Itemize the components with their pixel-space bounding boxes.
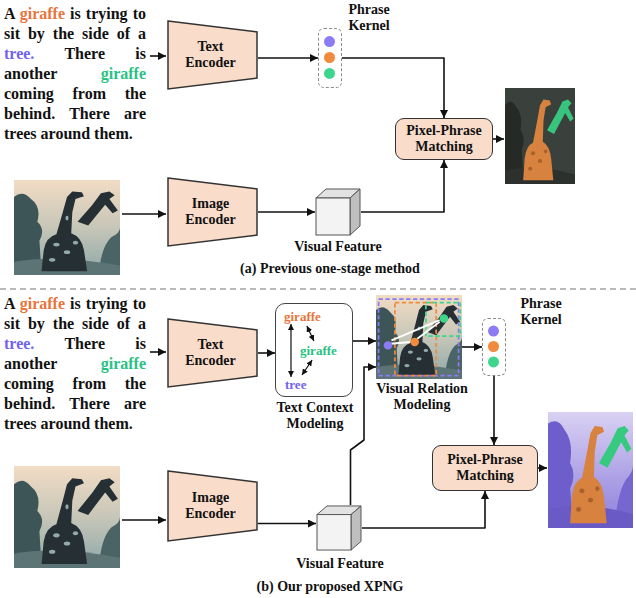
feature-cube bbox=[315, 188, 361, 236]
cube-shape bbox=[315, 188, 361, 236]
encoder-block: Image Encoder bbox=[167, 177, 258, 247]
phrase-word: giraffe bbox=[284, 309, 321, 324]
description-text: giraffe bbox=[101, 65, 146, 82]
description-text: tree. bbox=[4, 335, 34, 352]
connector bbox=[351, 367, 377, 505]
node-label: Visual Relation Modeling bbox=[372, 381, 472, 413]
encoder-block: Text Encoder bbox=[167, 318, 258, 388]
description-text: tree. bbox=[4, 45, 34, 62]
phrase-kernel: Phrase Kernel bbox=[316, 2, 396, 90]
node-label: Phrase Kernel bbox=[344, 2, 394, 34]
node-label: Pixel-Phrase Matching bbox=[402, 123, 486, 155]
phrase-kernel: Phrase Kernel bbox=[480, 296, 572, 378]
kernel-box bbox=[318, 28, 342, 88]
kernel-dots bbox=[483, 319, 504, 374]
connector bbox=[290, 324, 291, 377]
matching-block: Pixel-Phrase Matching bbox=[432, 445, 538, 491]
visual-feature: Visual Feature bbox=[290, 188, 386, 258]
connector bbox=[302, 360, 312, 375]
matching-block: Pixel-Phrase Matching bbox=[395, 118, 493, 160]
description-text: giraffe bbox=[101, 355, 146, 372]
connector bbox=[258, 57, 318, 59]
subfigure-caption: (b) Our proposed XPNG bbox=[130, 578, 530, 595]
node-label: giraffe bbox=[300, 343, 337, 358]
description-text: coming from the behind. There are trees … bbox=[4, 85, 146, 142]
description-text: A bbox=[4, 5, 15, 22]
node-label: Visual Feature bbox=[290, 239, 386, 255]
node-label: Visual Feature bbox=[292, 556, 388, 572]
node-label: Image Encoder bbox=[180, 196, 245, 228]
feature-cube bbox=[316, 505, 362, 551]
input-photo bbox=[14, 466, 120, 568]
connector bbox=[258, 211, 315, 213]
description-text: giraffe bbox=[20, 5, 65, 22]
connector bbox=[258, 523, 316, 525]
caption-text: (a) Previous one-stage method bbox=[240, 261, 420, 276]
cube-shape bbox=[316, 505, 362, 551]
node-label: Image Encoder bbox=[180, 490, 245, 522]
panel-separator bbox=[0, 288, 636, 289]
visual-feature: Visual Feature bbox=[292, 505, 388, 575]
description-paragraph: A giraffe is trying to sit by the side o… bbox=[4, 294, 146, 434]
flow-arrows bbox=[122, 56, 547, 520]
connector bbox=[361, 160, 444, 212]
node-label: Text Encoder bbox=[180, 337, 245, 369]
connector bbox=[342, 58, 444, 118]
encoder-block: Text Encoder bbox=[167, 20, 258, 90]
encoder-block: Image Encoder bbox=[167, 470, 258, 542]
description-text: giraffe bbox=[20, 295, 65, 312]
input-photo bbox=[14, 180, 120, 275]
connector bbox=[362, 491, 485, 528]
text-context-graph: Text Context Modeling giraffe giraffe tree bbox=[268, 303, 362, 439]
image-frame bbox=[376, 295, 462, 379]
connector bbox=[307, 326, 314, 341]
kernel-box bbox=[482, 318, 506, 376]
description-paragraph: A giraffe is trying to sit by the side o… bbox=[4, 4, 146, 144]
connector bbox=[353, 340, 376, 342]
node-label: tree bbox=[285, 377, 306, 392]
node-label: Text Context Modeling bbox=[268, 400, 362, 432]
node-label: Pixel-Phrase Matching bbox=[439, 452, 531, 484]
phrase-word: tree bbox=[285, 377, 306, 392]
connector bbox=[462, 346, 482, 348]
relation-image: Visual Relation Modeling bbox=[372, 293, 472, 419]
node-label: giraffe bbox=[284, 309, 321, 324]
relation-photo bbox=[376, 295, 462, 379]
subfigure-caption: (a) Previous one-stage method bbox=[130, 260, 530, 277]
connector bbox=[258, 352, 275, 354]
kernel-dots bbox=[319, 29, 340, 86]
caption-text: (b) Our proposed XPNG bbox=[257, 579, 404, 594]
description-text: coming from the behind. There are trees … bbox=[4, 375, 146, 432]
node-label: Text Encoder bbox=[180, 39, 245, 71]
output-mask-photo bbox=[548, 412, 633, 528]
phrase-word: giraffe bbox=[300, 343, 337, 358]
node-label: Phrase Kernel bbox=[514, 296, 568, 328]
connector bbox=[493, 376, 495, 445]
output-mask-photo bbox=[505, 88, 575, 184]
description-text: A bbox=[4, 295, 15, 312]
